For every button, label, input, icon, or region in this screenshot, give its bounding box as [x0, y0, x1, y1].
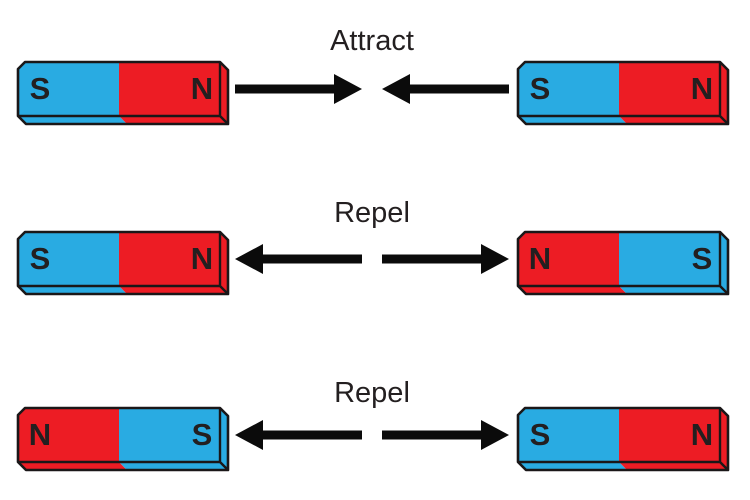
magnet-bottom-face-right	[119, 286, 228, 294]
magnet-bottom-face-left	[518, 116, 627, 124]
pole-label-left: S	[30, 241, 51, 276]
arrow-shape	[382, 244, 509, 274]
magnet-bottom-face-left	[18, 116, 127, 124]
bar-magnet-left: S N	[16, 230, 230, 296]
bar-magnet-left: S N	[16, 60, 230, 126]
magnet-front-face-left	[518, 232, 619, 286]
pole-label-right: N	[691, 71, 713, 106]
magnet-side-face	[720, 408, 728, 470]
magnet-side-face	[220, 408, 228, 470]
magnet-outline	[516, 60, 730, 126]
pole-label-right: N	[691, 417, 713, 452]
magnet-inner-edges	[518, 408, 729, 471]
magnet-front-face-left	[18, 408, 119, 462]
magnet-front-face-right	[619, 408, 720, 462]
force-arrows	[230, 419, 514, 451]
force-arrow-points-left	[235, 420, 362, 450]
arrow-shape	[382, 74, 509, 104]
magnet-front-face-left	[18, 62, 119, 116]
arrow-shape	[235, 420, 362, 450]
bar-magnet-svg: S N	[516, 60, 730, 126]
bar-magnet-right: S N	[516, 406, 730, 472]
arrow-shape	[235, 244, 362, 274]
bar-magnet-svg: N S	[16, 406, 230, 472]
bar-magnet-svg: N S	[516, 230, 730, 296]
magnet-front-face-right	[119, 232, 220, 286]
magnet-inner-edges	[18, 408, 229, 471]
magnet-bottom-face-right	[119, 462, 228, 470]
magnet-front-face-right	[119, 62, 220, 116]
arrow-shape	[235, 74, 362, 104]
bar-magnet-left: N S	[16, 406, 230, 472]
pole-label-left: N	[529, 241, 551, 276]
bar-magnet-right: S N	[516, 60, 730, 126]
magnet-bottom-face-right	[619, 462, 728, 470]
magnet-outline	[516, 230, 730, 296]
pole-label-left: S	[530, 71, 551, 106]
pole-label-right: S	[192, 417, 213, 452]
magnet-front-face-right	[619, 232, 720, 286]
force-arrows	[230, 73, 514, 105]
pole-label-left: S	[530, 417, 551, 452]
magnet-side-face	[720, 232, 728, 294]
magnet-outline	[16, 230, 230, 296]
magnet-front-face-left	[518, 62, 619, 116]
pole-label-right: N	[191, 241, 213, 276]
force-arrow-points-left	[382, 74, 509, 104]
magnet-bottom-face-left	[518, 462, 627, 470]
pole-label-right: S	[692, 241, 713, 276]
force-arrow-points-right	[382, 420, 509, 450]
magnet-side-face	[220, 232, 228, 294]
force-arrows	[230, 243, 514, 275]
magnet-front-face-right	[619, 62, 720, 116]
magnet-front-face-right	[119, 408, 220, 462]
force-arrow-points-right	[235, 74, 362, 104]
magnet-inner-edges	[18, 62, 229, 125]
magnet-side-face	[720, 62, 728, 124]
pole-label-left: N	[29, 417, 51, 452]
magnet-bottom-face-right	[619, 116, 728, 124]
magnet-inner-edges	[18, 232, 229, 295]
force-arrow-points-right	[382, 244, 509, 274]
magnet-bottom-face-left	[18, 462, 127, 470]
magnet-side-face	[220, 62, 228, 124]
bar-magnet-svg: S N	[516, 406, 730, 472]
force-arrow-points-left	[235, 244, 362, 274]
magnet-inner-edges	[518, 232, 729, 295]
magnet-bottom-face-right	[119, 116, 228, 124]
interaction-label: Attract	[330, 25, 414, 57]
pole-label-right: N	[191, 71, 213, 106]
magnet-inner-edges	[518, 62, 729, 125]
bar-magnet-right: N S	[516, 230, 730, 296]
interaction-label: Repel	[334, 197, 410, 229]
magnet-bottom-face-right	[619, 286, 728, 294]
arrow-shape	[382, 420, 509, 450]
magnet-outline	[16, 406, 230, 472]
magnet-front-face-left	[518, 408, 619, 462]
bar-magnet-svg: S N	[16, 230, 230, 296]
magnet-outline	[16, 60, 230, 126]
magnet-outline	[516, 406, 730, 472]
pole-label-left: S	[30, 71, 51, 106]
magnet-bottom-face-left	[518, 286, 627, 294]
bar-magnet-svg: S N	[16, 60, 230, 126]
interaction-label: Repel	[334, 377, 410, 409]
magnet-bottom-face-left	[18, 286, 127, 294]
magnet-front-face-left	[18, 232, 119, 286]
